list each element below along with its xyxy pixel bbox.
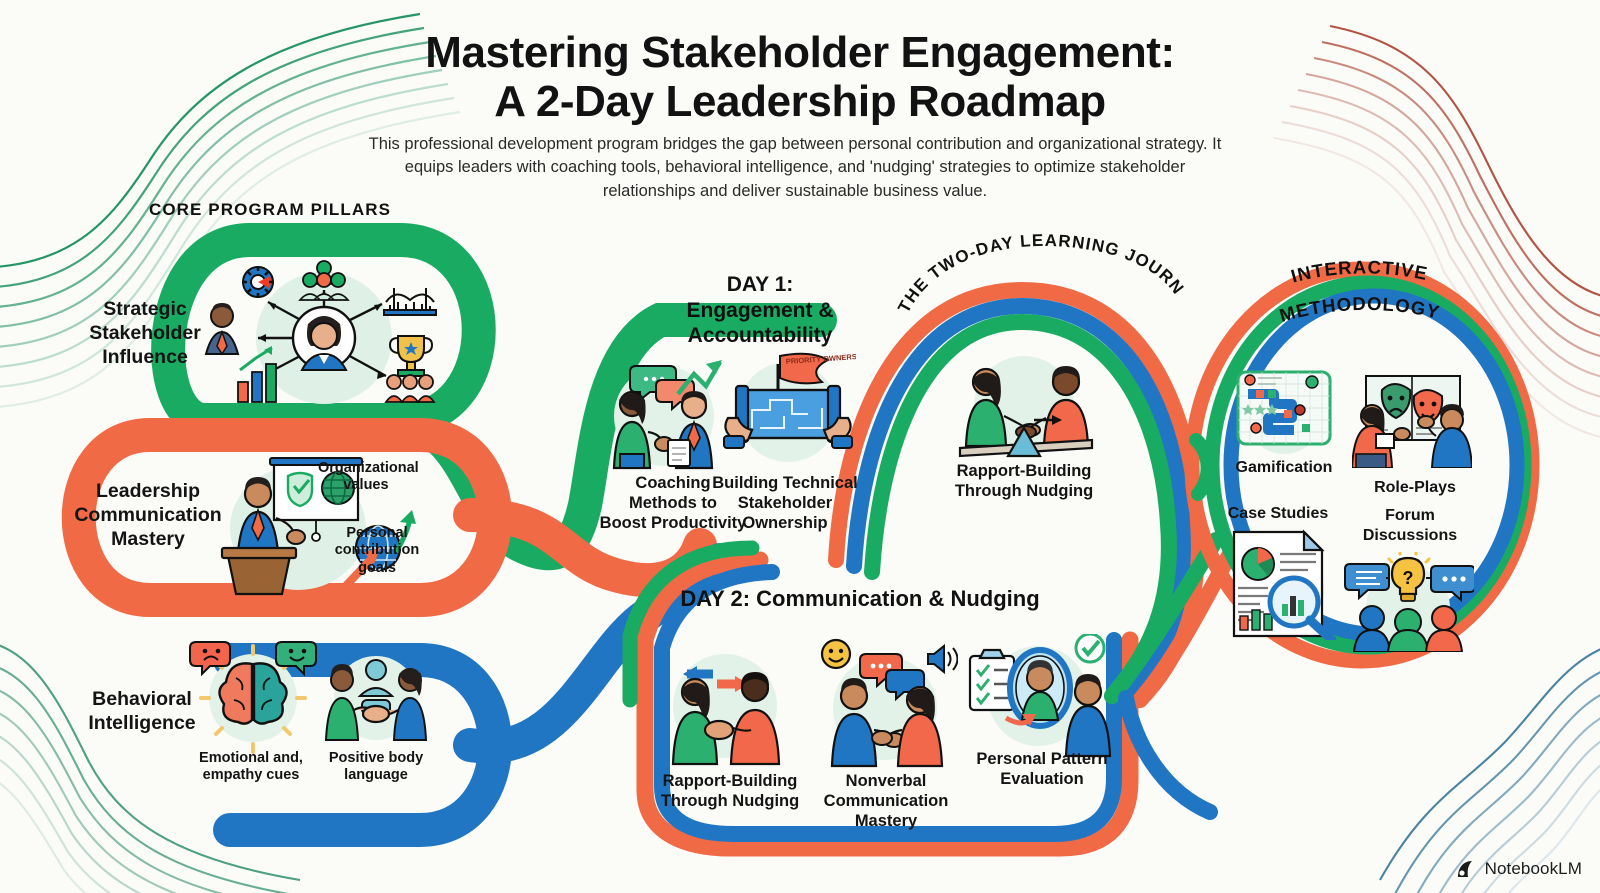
ribbon-orange-pillar xyxy=(61,418,512,617)
label-forum-discussions: Forum Discussions xyxy=(1362,507,1458,544)
coaching-conversation-icon xyxy=(612,360,722,470)
theatre-masks-icon xyxy=(1352,375,1472,468)
page-title: Mastering Stakeholder Engagement: A 2-Da… xyxy=(300,28,1300,127)
forum-bulb-icon: ? xyxy=(1344,552,1474,652)
caption-organizational-values: Organizational values xyxy=(318,460,419,494)
caption-personal-contribution-goals: Personal contribution goals xyxy=(334,525,420,576)
pillar-label-leadership-communication-mastery: Leadership Communication Mastery xyxy=(74,480,222,550)
ribbon-journey-orange xyxy=(828,281,1205,708)
watermark: NotebookLM xyxy=(1456,859,1582,879)
handshake-nudge-icon xyxy=(671,654,781,766)
caption-personal-pattern-evaluation: Personal Pattern Evaluation xyxy=(976,750,1108,788)
flag-text-line1: PRIORITY OWNERSHIP xyxy=(786,351,856,366)
ribbon-ring-entry xyxy=(1189,433,1215,501)
page-title-line1: Mastering Stakeholder Engagement: xyxy=(425,28,1175,77)
ribbon-journey-green xyxy=(864,313,1177,704)
seesaw-balance-icon xyxy=(958,356,1094,458)
mirror-checklist-icon xyxy=(968,634,1112,758)
caption-coaching-methods: Coaching Methods to Boost Productivity xyxy=(599,474,747,532)
caption-building-technical-stakeholder-ownership: Building Technical Stakeholder Ownership xyxy=(712,474,858,532)
board-game-icon xyxy=(1236,370,1332,454)
label-gamification: Gamification xyxy=(1235,459,1333,476)
ribbon-green-main xyxy=(151,223,267,437)
ring-orange xyxy=(1184,261,1540,669)
brain-empathy-icon xyxy=(189,641,317,754)
presenter-podium-icon xyxy=(220,457,416,596)
handshake-body-language-icon xyxy=(324,656,428,741)
report-magnifier-icon xyxy=(1232,529,1337,640)
caption-day2-rapport-building: Rapport-Building Through Nudging xyxy=(660,772,800,810)
day2-heading: DAY 2: Communication & Nudging xyxy=(680,586,1040,611)
ribbon-cross-blue xyxy=(1118,690,1218,820)
ribbon-day2-orange xyxy=(636,551,1139,857)
caption-positive-body-language: Positive body language xyxy=(328,750,424,784)
ribbon-day2-blue xyxy=(654,564,1122,842)
corner-lines-bottom-left xyxy=(0,644,301,893)
corner-lines-top-right xyxy=(1273,24,1600,438)
ribbon-day2-green xyxy=(622,540,760,708)
caption-nonverbal-communication-mastery: Nonverbal Communication Mastery xyxy=(823,772,949,830)
nonverbal-dialogue-icon xyxy=(820,638,958,768)
pillar-label-behavioral-intelligence: Behavioral Intelligence xyxy=(88,688,196,734)
day1-heading: DAY 1: Engagement & Accountability xyxy=(686,273,834,348)
svg-text:?: ? xyxy=(1403,568,1414,588)
page-title-line2: A 2-Day Leadership Roadmap xyxy=(494,77,1106,127)
notebooklm-logo-icon xyxy=(1457,861,1472,877)
pillars-heading: CORE PROGRAM PILLARS xyxy=(148,200,392,219)
pillar-label-strategic-stakeholder-influence: Strategic Stakeholder Influence xyxy=(89,298,201,368)
blueprint-flag-icon: PRIORITY OWNERSHIP xyxy=(723,351,856,462)
watermark-label: NotebookLM xyxy=(1484,859,1582,878)
stakeholder-network-icon xyxy=(204,260,437,404)
label-case-studies: Case Studies xyxy=(1227,505,1329,522)
corner-lines-top-left xyxy=(0,12,461,408)
caption-emotional-empathy-cues: Emotional and, empathy cues xyxy=(199,750,303,784)
caption-journey-rapport-building: Rapport-Building Through Nudging xyxy=(954,462,1094,500)
label-role-plays: Role-Plays xyxy=(1374,479,1456,496)
corner-lines-bottom-right xyxy=(1379,648,1600,893)
page-subtitle: This professional development program br… xyxy=(368,135,1222,200)
